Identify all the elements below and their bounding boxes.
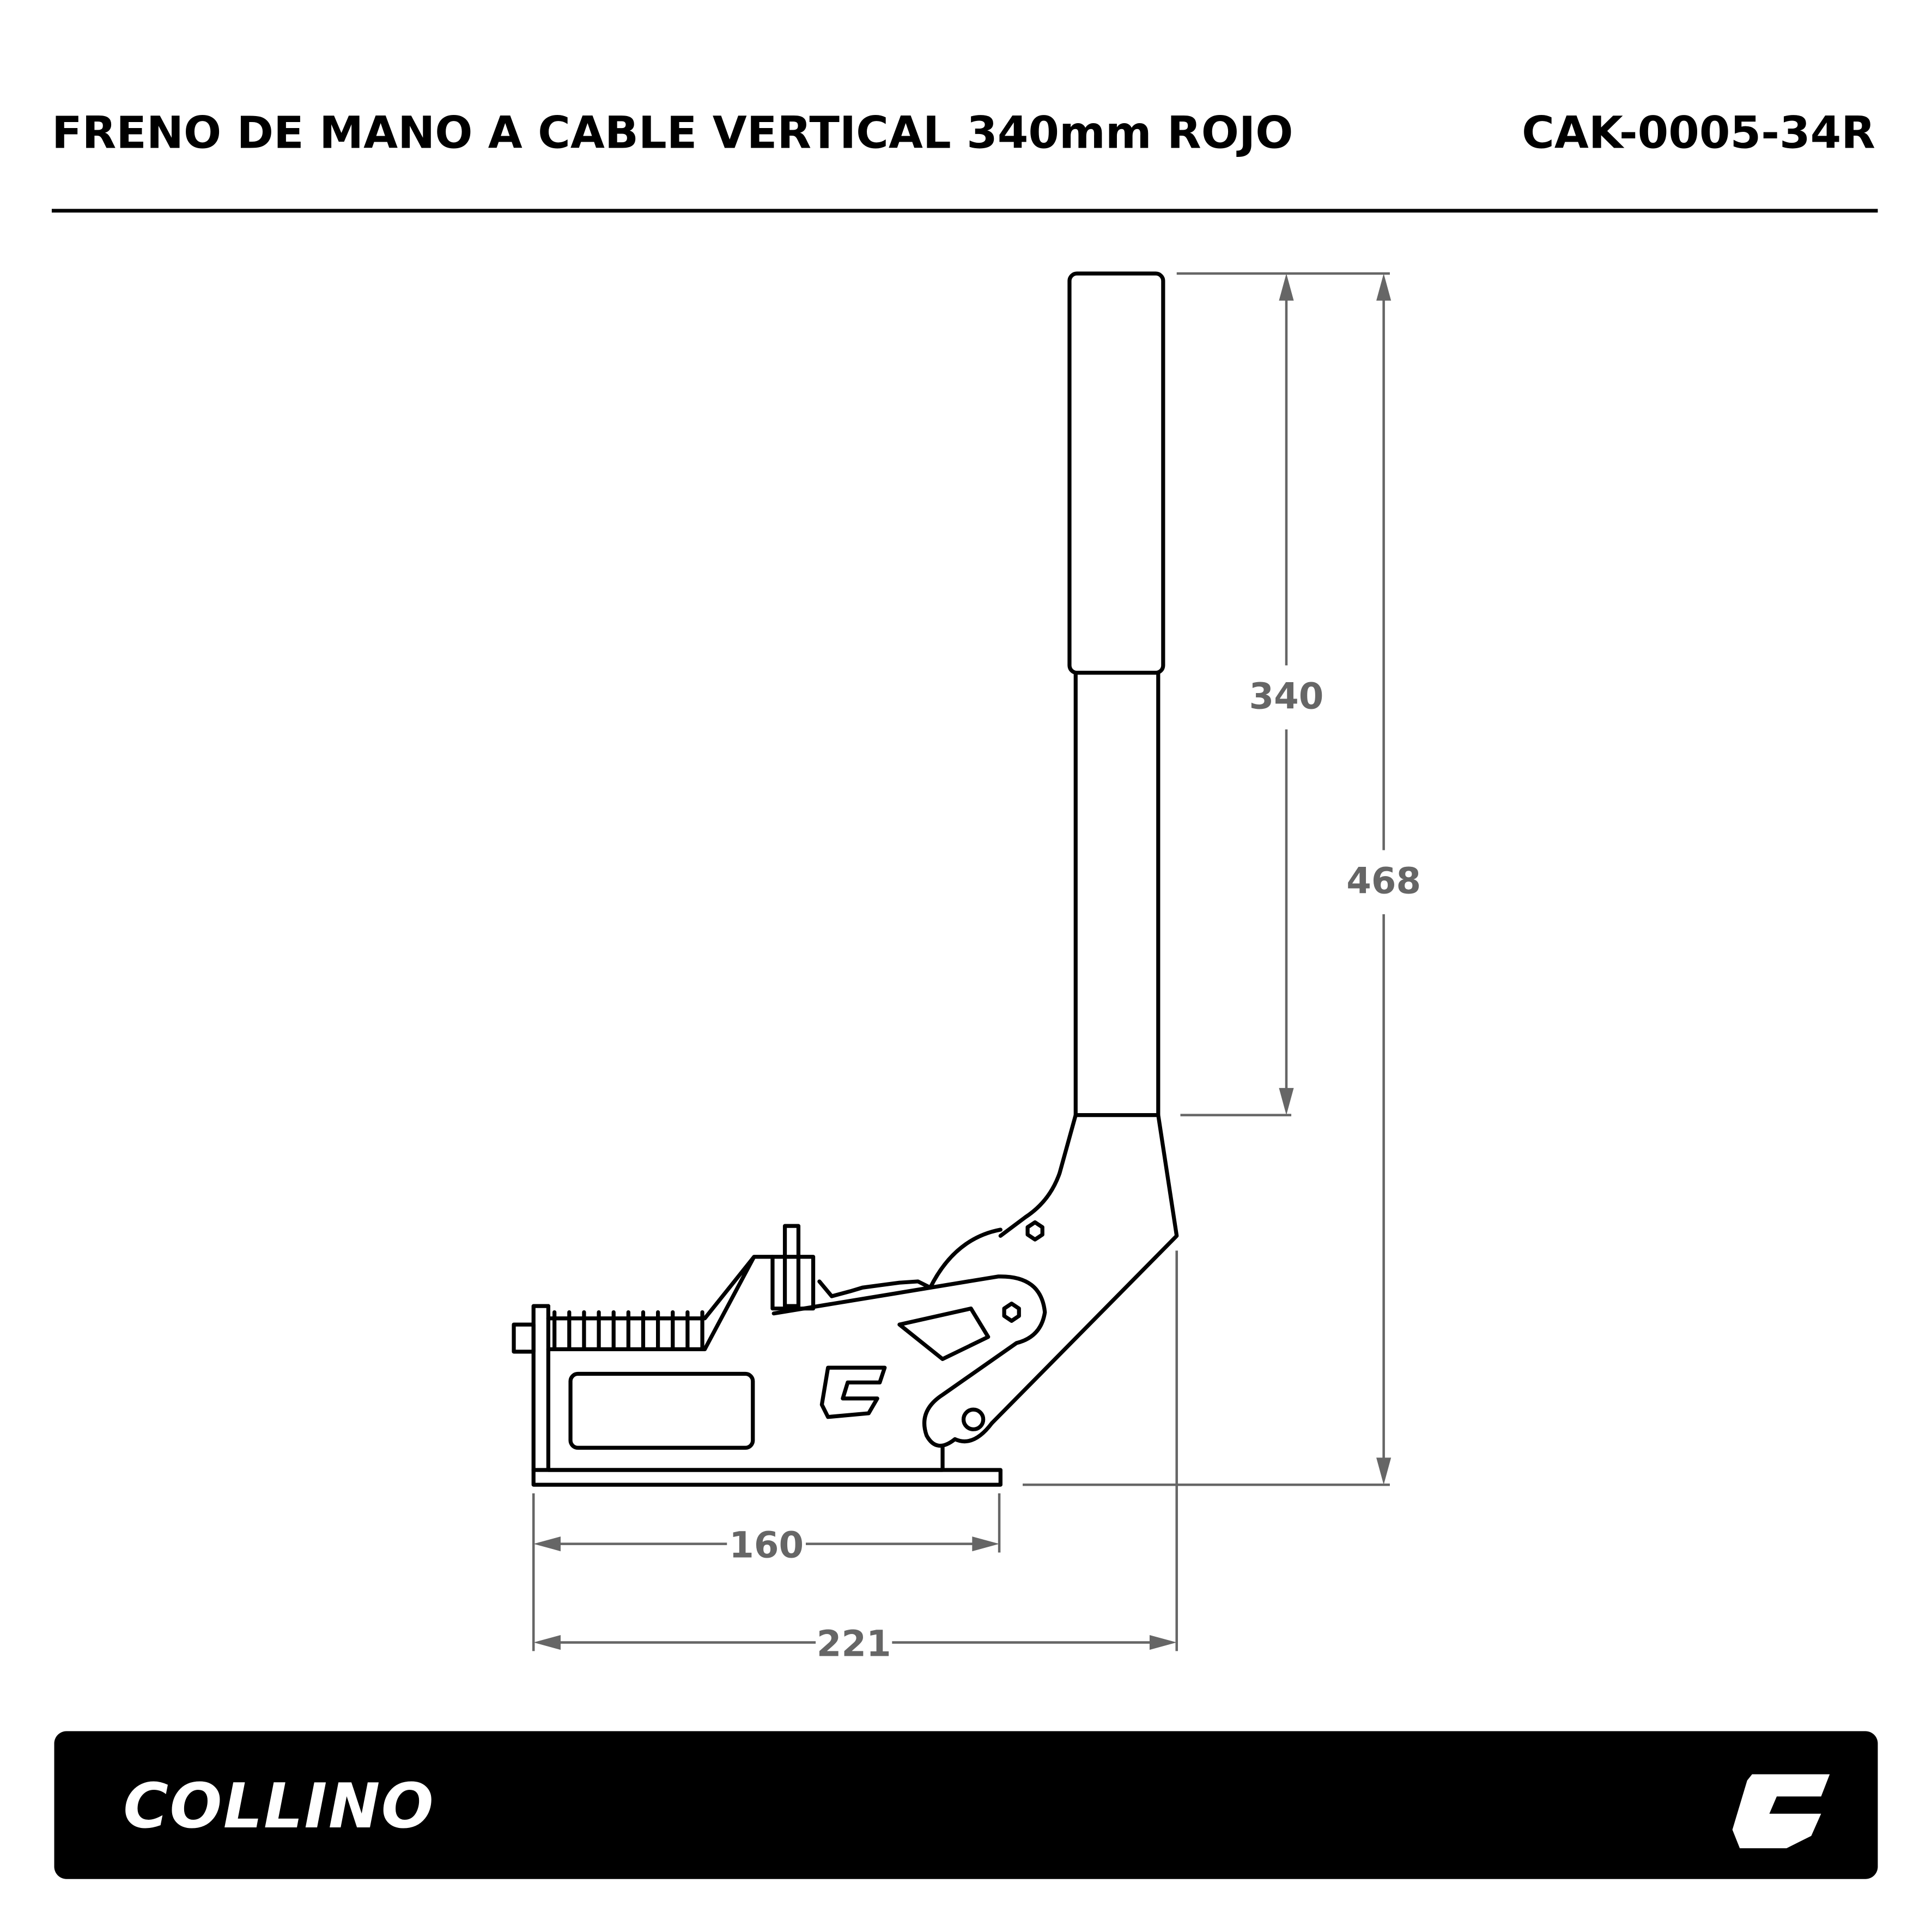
plate-cutout — [897, 1307, 991, 1362]
dimension-lines — [532, 272, 1392, 1651]
ratchet-sector — [928, 1228, 1003, 1290]
dimension-340: 340 — [1249, 676, 1324, 717]
handbrake-drawing — [512, 271, 1179, 1487]
ratchet-teeth — [817, 1279, 933, 1298]
housing-c-logo-icon — [819, 1365, 887, 1419]
dimension-160: 160 — [729, 1525, 804, 1566]
lever-grip — [1067, 271, 1165, 675]
hex-bolt-lower — [1002, 1302, 1021, 1323]
dimension-468: 468 — [1346, 861, 1421, 902]
product-code: CAK-0005-34R — [1522, 107, 1875, 159]
collino-wordmark: COLLINO — [123, 1770, 435, 1842]
footer-bar — [54, 1731, 1878, 1879]
housing-window — [568, 1371, 755, 1450]
hex-bolt-upper — [1025, 1220, 1044, 1242]
pawl-plate — [771, 1274, 1047, 1448]
return-spring — [546, 1310, 707, 1351]
release-button — [770, 1224, 816, 1311]
dimension-221: 221 — [817, 1623, 891, 1664]
product-title: FRENO DE MANO A CABLE VERTICAL 340mm ROJ… — [52, 107, 1293, 159]
pivot-pin — [961, 1407, 986, 1431]
housing-body — [546, 1304, 945, 1472]
base-plate — [531, 1468, 1003, 1487]
collino-c-logo-icon — [1732, 1774, 1830, 1849]
cable-adjuster — [512, 1322, 536, 1354]
lever-shaft — [1073, 671, 1161, 1117]
lever-arm — [989, 1113, 1179, 1425]
